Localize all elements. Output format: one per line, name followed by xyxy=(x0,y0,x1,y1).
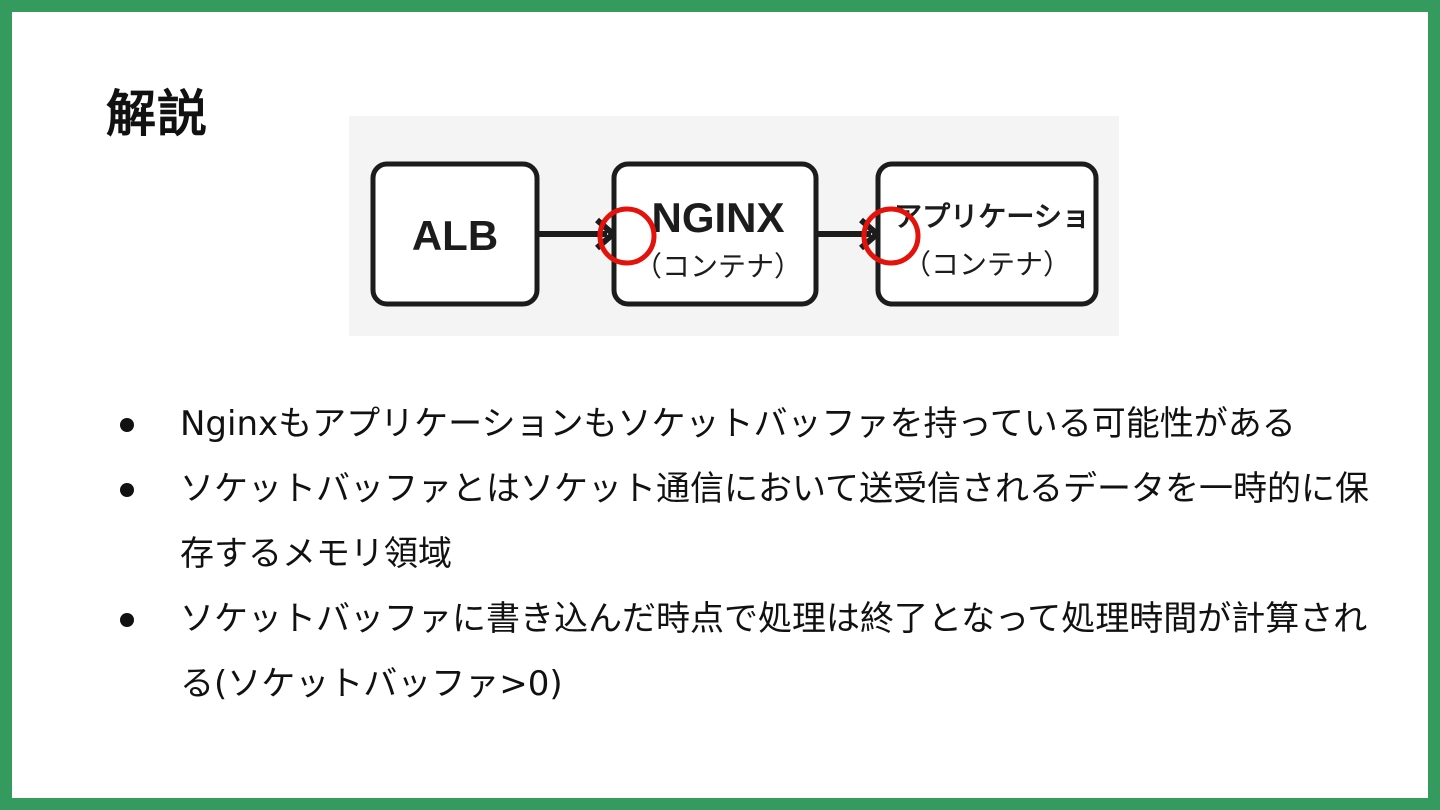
bullet-item: ソケットバッファに書き込んだ時点で処理は終了となって処理時間が計算される(ソケッ… xyxy=(120,587,1380,717)
bullet-dot-icon xyxy=(120,613,134,627)
nginx-label: NGINX xyxy=(651,194,784,241)
bullet-dot-icon xyxy=(120,418,134,432)
app-label: アプリケーショ xyxy=(894,200,1090,233)
alb-label: ALB xyxy=(412,212,498,259)
bullet-text: ソケットバッファに書き込んだ時点で処理は終了となって処理時間が計算される(ソケッ… xyxy=(180,599,1368,704)
highlight-circle-nginx xyxy=(597,206,657,266)
diagram-svg: ALB NGINX （コンテナ） アプリケーショ （コンテナ） xyxy=(370,161,1099,307)
bullet-list: Nginxもアプリケーションもソケットバッファを持っている可能性がある ソケット… xyxy=(120,392,1380,717)
app-box xyxy=(875,161,1099,307)
bullet-text: Nginxもアプリケーションもソケットバッファを持っている可能性がある xyxy=(180,404,1296,444)
bullet-dot-icon xyxy=(120,483,134,497)
highlight-circle-app xyxy=(861,206,921,266)
architecture-diagram: ALB NGINX （コンテナ） アプリケーショ （コンテナ） xyxy=(349,116,1119,336)
bullet-item: ソケットバッファとはソケット通信において送受信されるデータを一時的に保存するメモ… xyxy=(120,457,1380,587)
bullet-text: ソケットバッファとはソケット通信において送受信されるデータを一時的に保存するメモ… xyxy=(180,469,1369,574)
page-title: 解説 xyxy=(106,85,208,143)
app-sublabel: （コンテナ） xyxy=(903,248,1071,281)
nginx-sublabel: （コンテナ） xyxy=(634,250,802,283)
bullet-item: Nginxもアプリケーションもソケットバッファを持っている可能性がある xyxy=(120,392,1380,457)
